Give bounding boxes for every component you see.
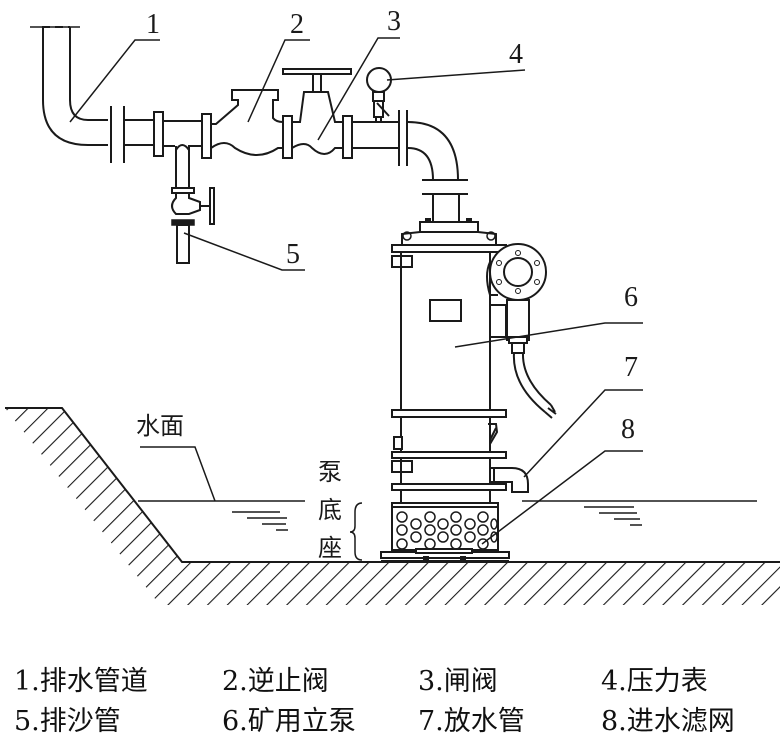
water-ripple-left: [232, 511, 288, 531]
pump-base-annotation: 泵 底 座: [318, 458, 363, 562]
legend-item-6: 6.矿用立泵: [222, 705, 356, 737]
flange-2: [201, 113, 212, 159]
callout-8: 8: [621, 414, 635, 445]
callout-leader-2: [247, 39, 310, 123]
pump-base-char-3: 座: [318, 534, 342, 562]
water-surface-leader: [140, 446, 216, 502]
flange-4: [342, 115, 353, 159]
callout-leader-4: [386, 69, 526, 81]
gate-valve-handwheel: [282, 68, 352, 75]
pump-nameplate: [429, 299, 462, 322]
callout-5: 5: [286, 239, 300, 270]
legend-item-8: 8.进水滤网: [601, 705, 735, 737]
callout-leader-3: [317, 37, 400, 141]
legend-row-1: 1.排水管道 2.逆止阀 3.闸阀 4.压力表: [14, 658, 780, 698]
callout-3: 3: [387, 6, 401, 37]
drain-pipe: [489, 467, 529, 493]
water-surface-label: 水面: [136, 412, 184, 440]
pump-base-char-2: 底: [318, 496, 342, 524]
legend-item-7: 7.放水管: [418, 705, 525, 737]
cable-end: [544, 404, 557, 419]
callouts: 1 2 3 4 5 6 7 8: [69, 6, 643, 545]
callout-leader-5: [183, 232, 305, 271]
pump-installation-diagram: 水面 泵 底 座: [5, 6, 780, 605]
pump-base-char-1: 泵: [318, 458, 342, 486]
callout-leader-8: [481, 450, 643, 545]
pump-outlet-elbow: [398, 110, 468, 225]
pressure-gauge: [366, 67, 392, 123]
callout-4: 4: [509, 39, 523, 70]
water-surface: 水面: [136, 412, 757, 531]
callout-7: 7: [624, 352, 638, 383]
flange-3: [282, 115, 293, 159]
legend-row-2: 5.排沙管 6.矿用立泵 7.放水管 8.进水滤网: [14, 698, 780, 738]
legend: 1.排水管道 2.逆止阀 3.闸阀 4.压力表 5.排沙管 6.矿用立泵 7.放…: [14, 658, 780, 738]
water-ripple-right: [584, 506, 642, 526]
pump-base-brace: [349, 502, 363, 561]
check-valve: [210, 89, 293, 159]
sand-discharge-pipe: [171, 144, 215, 264]
callout-1: 1: [146, 9, 160, 40]
ground-hatch: [5, 408, 780, 605]
mine-pump: [391, 218, 557, 503]
flange-1: [153, 111, 164, 157]
legend-item-5: 5.排沙管: [14, 705, 121, 737]
discharge-pipe: [30, 26, 212, 163]
legend-item-4: 4.压力表: [601, 665, 708, 697]
legend-item-3: 3.闸阀: [418, 665, 498, 697]
intake-strainer: [380, 502, 510, 562]
legend-item-1: 1.排水管道: [14, 665, 148, 697]
legend-item-2: 2.逆止阀: [222, 665, 329, 697]
callout-leader-1: [69, 39, 160, 123]
callout-leader-7: [523, 389, 643, 478]
callout-6: 6: [624, 282, 638, 313]
strainer-holes: [396, 511, 498, 550]
callout-leader-6: [454, 322, 643, 348]
callout-2: 2: [290, 9, 304, 40]
